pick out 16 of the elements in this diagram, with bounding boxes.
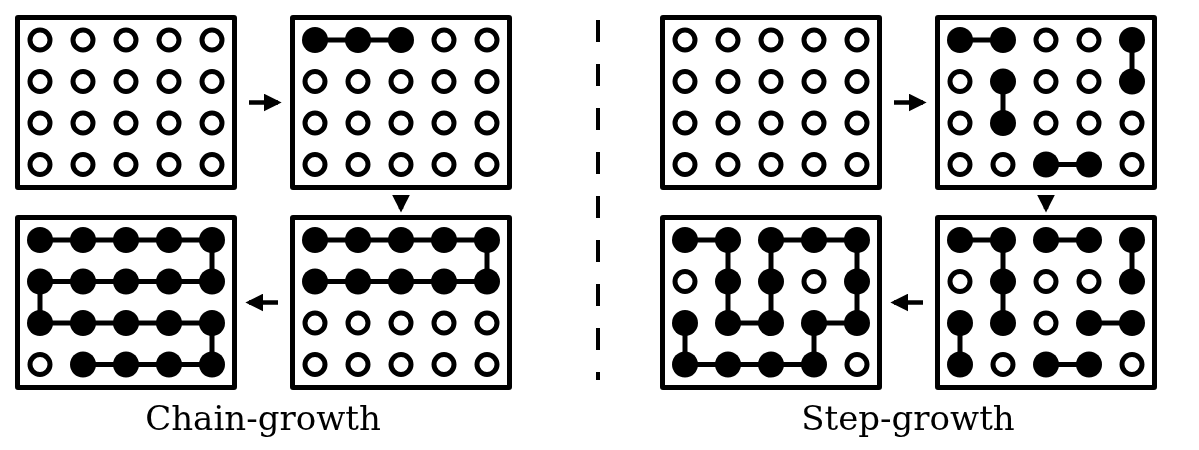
arrow — [894, 93, 927, 112]
panel-frame — [15, 15, 237, 190]
caption-label: Chain-growth — [145, 398, 381, 438]
caption-label: Step-growth — [801, 398, 1015, 438]
arrow — [249, 93, 282, 112]
panel-frame — [935, 15, 1157, 190]
panel-frame — [290, 215, 512, 390]
arrow — [245, 293, 278, 312]
panel-frame — [660, 215, 882, 390]
panel-frame — [935, 215, 1157, 390]
arrow — [1037, 194, 1055, 213]
arrow — [392, 194, 410, 213]
panel-frame — [15, 215, 237, 390]
arrow — [890, 293, 923, 312]
panel-frame — [290, 15, 512, 190]
panel-frame — [660, 15, 882, 190]
